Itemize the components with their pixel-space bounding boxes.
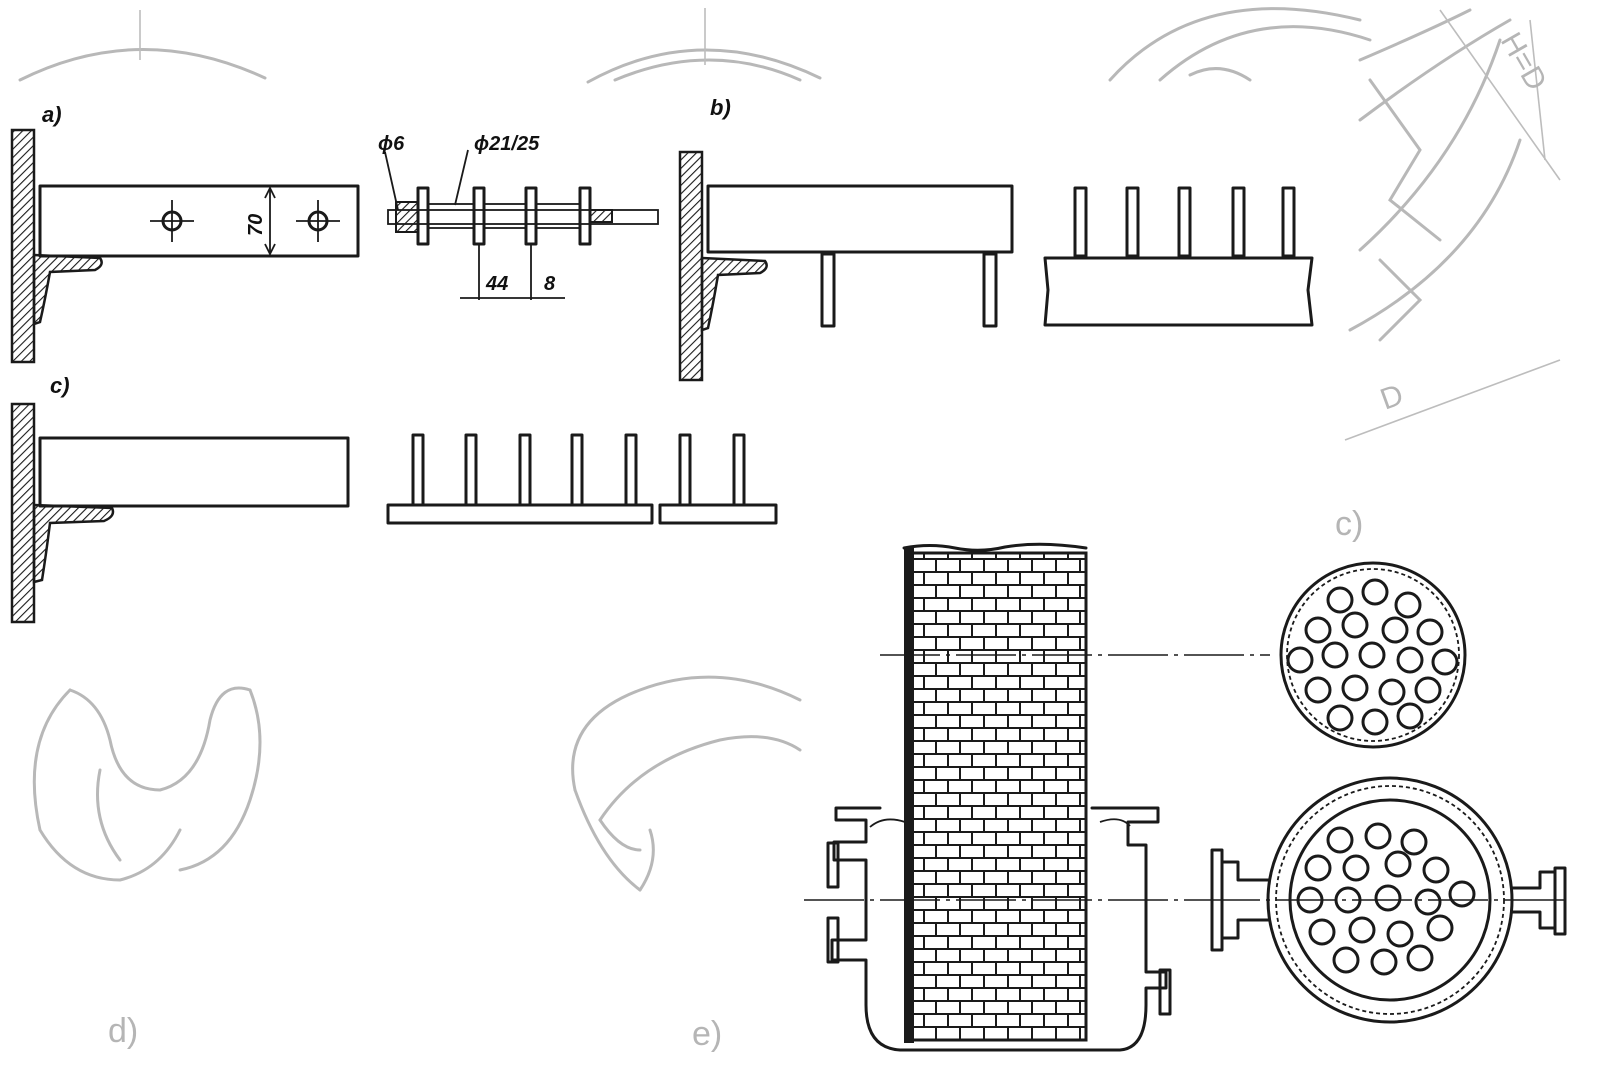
ghost-sketches: H=D D c) d) e): [18, 7, 1561, 1053]
panel-b-label: b): [710, 95, 731, 120]
bolt-hole: [296, 200, 340, 242]
wall-b: [678, 150, 704, 382]
cross-section-bottom: [1200, 776, 1570, 1024]
wall-a: [10, 128, 36, 364]
bolt-hole: [150, 200, 194, 242]
ghost-dim-h: H=D: [1494, 27, 1553, 96]
ghost-dim-d: D: [1376, 378, 1408, 416]
cross-section-top: [1279, 561, 1467, 749]
dim-tube-diameter: ϕ21/25: [474, 133, 540, 155]
beam-a: [38, 184, 360, 258]
panel-c-label: c): [50, 373, 70, 398]
ghost-label-e: e): [692, 1015, 722, 1053]
panel-a: a) 70: [10, 102, 659, 364]
panel-b: b): [678, 95, 1314, 382]
ghost-label-d: d): [108, 1012, 138, 1050]
rod-tube-assembly: 44 8 ϕ6 ϕ21/25: [378, 133, 659, 300]
wall-c: [10, 402, 36, 624]
panel-a-label: a): [42, 102, 62, 127]
dim-spacing: 44: [485, 273, 508, 295]
dim-thickness: 8: [544, 273, 556, 295]
dim-rod-diameter: ϕ6: [378, 133, 405, 155]
packed-column: [804, 542, 1270, 1052]
ghost-label-c: c): [1335, 505, 1363, 543]
panel-c: c): [10, 373, 778, 624]
dim-height: 70: [245, 214, 267, 236]
